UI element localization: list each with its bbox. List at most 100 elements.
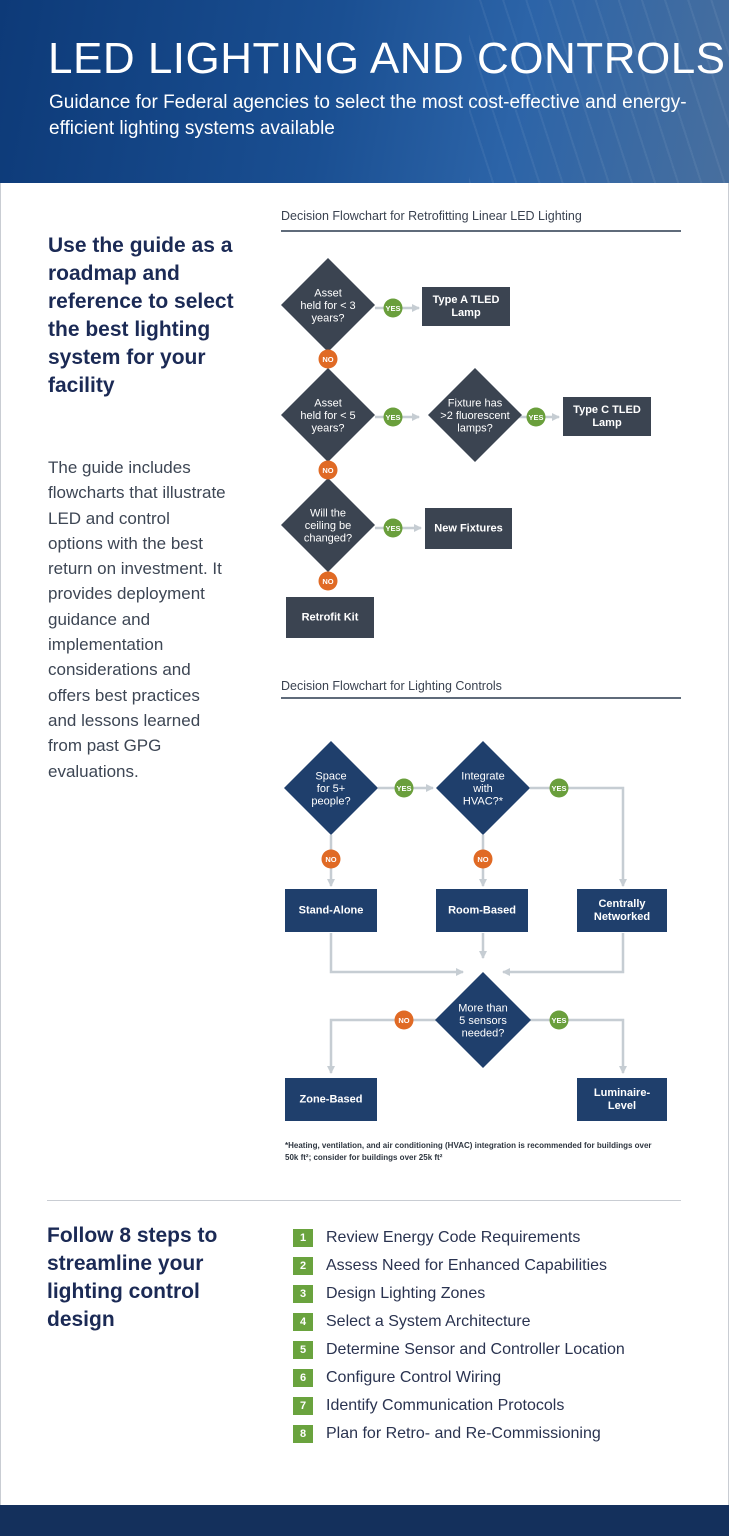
retrofit-q2-shape [281, 368, 375, 462]
controls-chart-title: Decision Flowchart for Lighting Controls [281, 679, 502, 693]
outcome-stand-alone-label: Stand-Alone [299, 905, 364, 917]
controls-no-1-circle [321, 849, 341, 869]
step-item: 6 Configure Control Wiring [293, 1364, 625, 1392]
retrofit-chart-title: Decision Flowchart for Retrofitting Line… [281, 209, 582, 223]
controls-yes-2-circle [549, 778, 569, 798]
retrofit-no-3-circle [318, 571, 338, 591]
outcome-room-based-box [436, 889, 528, 932]
controls-chart-rule [281, 697, 681, 699]
controls-q1-shape [284, 741, 378, 835]
intro-body: The guide includes flowcharts that illus… [48, 458, 226, 781]
outcome-luminaire-level-label: Luminaire-Level [594, 1087, 651, 1112]
step-item: 1 Review Energy Code Requirements [293, 1224, 625, 1252]
outcome-luminaire-level-box [577, 1078, 667, 1121]
retrofit-q3-shape [428, 368, 522, 462]
retrofit-yes-4-text: YES [385, 524, 400, 533]
retrofit-yes-4-circle [383, 518, 403, 538]
header-banner: LED LIGHTING AND CONTROLS Guidance for F… [0, 0, 729, 183]
controls-no-3-text: NO [398, 1016, 409, 1025]
steps-heading: Follow 8 steps to streamline your lighti… [47, 1224, 218, 1331]
outcome-zone-based-box [285, 1078, 377, 1121]
controls-yes-1-circle [394, 778, 414, 798]
controls-arrow-merge-right [502, 933, 625, 976]
outcome-new-fixtures-box [425, 508, 512, 549]
step-number-badge: 4 [293, 1313, 313, 1331]
step-label: Determine Sensor and Controller Location [326, 1341, 625, 1358]
outcome-room-based-label: Room-Based [448, 905, 516, 917]
controls-arrow-yes-2 [530, 786, 627, 887]
retrofit-yes-1-text: YES [385, 304, 400, 313]
controls-no-2-text: NO [477, 855, 488, 864]
step-number-badge: 8 [293, 1425, 313, 1443]
hvac-footnote: *Heating, ventilation, and air condition… [285, 1141, 652, 1162]
outcome-type-a-box [422, 287, 510, 326]
outcome-new-fixtures-label: New Fixtures [434, 523, 502, 535]
retrofit-chart-rule [281, 230, 681, 232]
page-subtitle: Guidance for Federal agencies to select … [49, 92, 687, 139]
controls-arrow-yes-3 [530, 1018, 627, 1074]
controls-no-2-circle [473, 849, 493, 869]
outcome-retrofit-kit-box [286, 597, 374, 638]
controls-yes-3-text: YES [551, 1016, 566, 1025]
step-number-badge: 6 [293, 1369, 313, 1387]
retrofit-no-1-text: NO [322, 355, 333, 364]
step-label: Plan for Retro- and Re-Commissioning [326, 1425, 601, 1442]
step-number-badge: 3 [293, 1285, 313, 1303]
step-number-badge: 1 [293, 1229, 313, 1247]
retrofit-q1-shape [281, 258, 375, 352]
step-label: Configure Control Wiring [326, 1369, 502, 1386]
outcome-type-c-box [563, 397, 651, 436]
step-item: 5 Determine Sensor and Controller Locatio… [293, 1336, 625, 1364]
retrofit-yes-3-text: YES [528, 413, 543, 422]
controls-yes-1-text: YES [396, 784, 411, 793]
outcome-centrally-networked-box [577, 889, 667, 932]
step-label: Identify Communication Protocols [326, 1397, 565, 1414]
section-divider [47, 1200, 681, 1201]
controls-no-1-text: NO [325, 855, 336, 864]
step-label: Select a System Architecture [326, 1313, 531, 1330]
step-item: 7 Identify Communication Protocols [293, 1392, 625, 1420]
controls-q2-shape [436, 741, 530, 835]
step-item: 8 Plan for Retro- and Re-Commissioning [293, 1420, 625, 1448]
outcome-zone-based-label: Zone-Based [300, 1094, 363, 1106]
step-item: 4 Select a System Architecture [293, 1308, 625, 1336]
outcome-stand-alone-box [285, 889, 377, 932]
page-title: LED LIGHTING AND CONTROLS [48, 34, 726, 83]
outcome-retrofit-kit-label: Retrofit Kit [302, 612, 359, 624]
retrofit-yes-1-circle [383, 298, 403, 318]
controls-no-3-circle [394, 1010, 414, 1030]
controls-yes-3-circle [549, 1010, 569, 1030]
retrofit-yes-2-circle [383, 407, 403, 427]
step-number-badge: 5 [293, 1341, 313, 1359]
retrofit-no-2-text: NO [322, 466, 333, 475]
controls-q3-shape [435, 972, 531, 1068]
retrofit-yes-3-circle [526, 407, 546, 427]
intro-heading: Use the guide as a roadmap and reference… [48, 234, 234, 397]
step-number-badge: 2 [293, 1257, 313, 1275]
controls-yes-2-text: YES [551, 784, 566, 793]
retrofit-q4-shape [281, 478, 375, 572]
step-label: Assess Need for Enhanced Capabilities [326, 1257, 608, 1274]
step-item: 2 Assess Need for Enhanced Capabilities [293, 1252, 625, 1280]
retrofit-no-3-text: NO [322, 577, 333, 586]
controls-arrow-no-3 [327, 1018, 436, 1074]
retrofit-no-2-circle [318, 460, 338, 480]
retrofit-yes-2-text: YES [385, 413, 400, 422]
footer-bar [0, 1505, 729, 1536]
step-label: Review Energy Code Requirements [326, 1229, 581, 1246]
retrofit-no-1-circle [318, 349, 338, 369]
controls-arrow-merge-left [329, 933, 464, 976]
step-number-badge: 7 [293, 1397, 313, 1415]
